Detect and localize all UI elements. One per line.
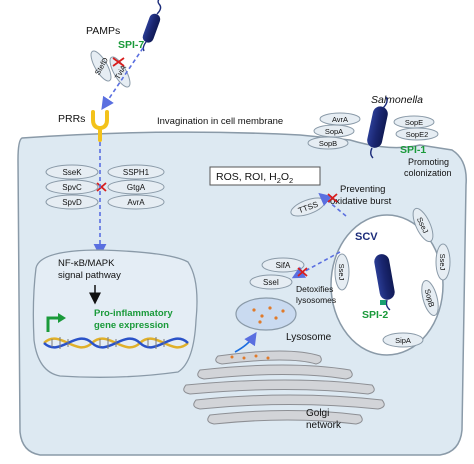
spi1-effector: SopE (405, 118, 423, 127)
invagination-label: Invagination in cell membrane (157, 116, 283, 127)
spi1-effector: AvrA (332, 115, 348, 124)
scv-effector: SseJ (438, 254, 447, 271)
ttss-block-icon (327, 193, 338, 203)
signal-pathway-label: signal pathway (58, 270, 121, 281)
pamps-label: PAMPs (86, 25, 120, 37)
left-effector: AvrA (127, 198, 145, 207)
ros-label: ROS, ROI, H2O2 (216, 171, 293, 185)
prr-receptor-icon (91, 110, 109, 142)
spi1-label: SPI-1 (400, 144, 426, 156)
left-effector: SpvC (62, 183, 82, 192)
dna-helix (43, 337, 189, 349)
prrs-label: PRRs (58, 113, 85, 125)
left-effectors: SseK SSPH1 SpvC GtgA SpvD AvrA (45, 164, 165, 210)
golgi-vesicle-dots (230, 354, 270, 360)
lysosome-effector: SifA (276, 261, 291, 270)
gene-expression-label: gene expression (94, 320, 169, 331)
nfkb-label: NF-κB/MAPK (58, 258, 115, 269)
spi1-effectors: AvrA SopE SopA SopE2 SopB (307, 112, 439, 150)
scv-bacterium (374, 254, 395, 311)
spi2-label: SPI-2 (362, 309, 388, 321)
lysosome-block-icon (297, 267, 308, 277)
pamps-bacterium (142, 0, 162, 52)
spi1-effector: SopE2 (406, 130, 429, 139)
golgi-network (183, 350, 385, 425)
detoxifies-label: Detoxifies (296, 284, 333, 294)
colonization-label: colonization (404, 168, 452, 178)
promoter-arrowhead (58, 313, 66, 323)
proinflammatory-label: Pro-inflammatory (94, 308, 173, 319)
golgi-label: Golgi (306, 408, 329, 419)
left-effector: SSPH1 (123, 168, 150, 177)
oxidative-burst-label: oxidative burst (330, 196, 392, 207)
gene-promoter-icon (46, 316, 60, 332)
golgi-network-label: network (306, 420, 342, 431)
scv-effector: SseJ (337, 264, 346, 281)
lysosome (235, 297, 297, 331)
lysosome-effector: SseI (263, 278, 279, 287)
preventing-label: Preventing (340, 184, 385, 195)
scv-label: SCV (355, 231, 378, 243)
promoting-label: Promoting (408, 157, 449, 167)
spi7-effectors: StefD TviA (90, 50, 131, 88)
lysosome-label: Lysosome (286, 332, 332, 343)
spi1-effector: SopB (319, 139, 337, 148)
left-effector: GtgA (127, 183, 146, 192)
scv-effector: SipA (395, 336, 411, 345)
ros-box (209, 166, 321, 186)
lysosome-arrow (291, 251, 341, 279)
left-effector: SseK (62, 168, 82, 177)
salmonella-label: Salmonella (371, 94, 423, 106)
salmonella-bacterium (367, 96, 388, 159)
lysosome-contents (252, 306, 285, 324)
ttss-arrow (318, 192, 347, 217)
spi7-label: SPI-7 (118, 39, 144, 51)
lysosomes-label: lysosomes (296, 295, 336, 305)
scv-effectors: SseJ SseJ SseJ SopB SipA (334, 207, 451, 348)
spi7-arrow (101, 47, 144, 110)
spi7-block-icon (112, 57, 125, 67)
spi1-effector: SopA (325, 127, 343, 136)
left-block-icon (96, 182, 107, 192)
left-effector: SpvD (62, 198, 82, 207)
vesicle-arrow (234, 332, 257, 353)
